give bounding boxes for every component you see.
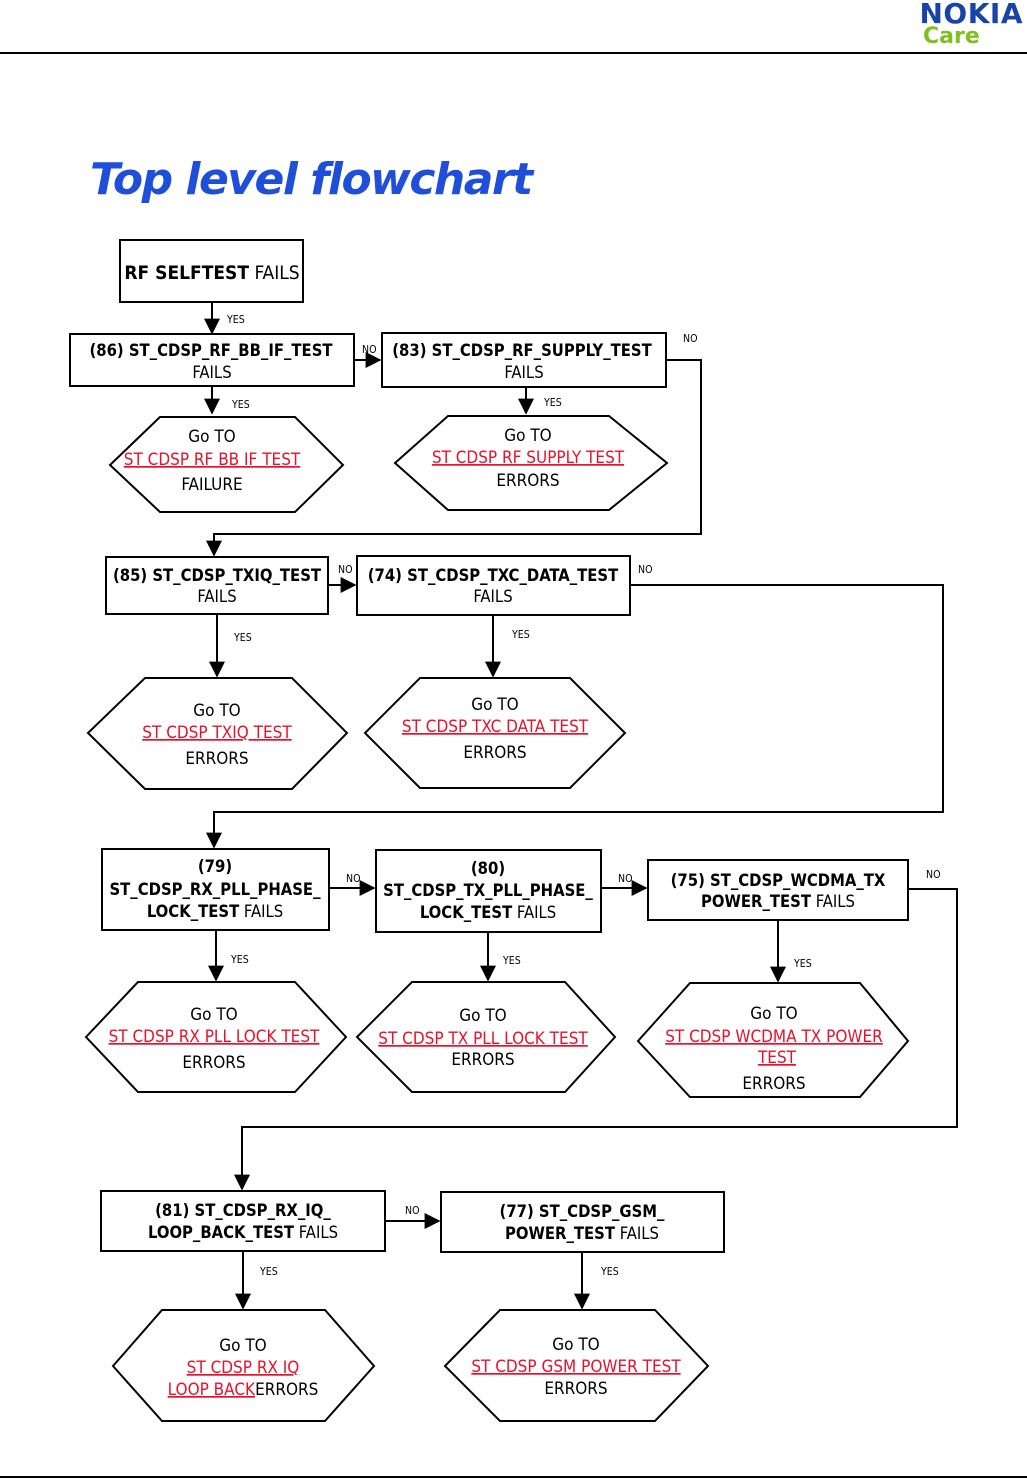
label-yes: YES [511, 629, 530, 641]
box-83-title: (83) ST_CDSP_RF_SUPPLY_TEST [392, 341, 652, 360]
page-title: Top level flowchart [90, 154, 533, 205]
hex-goto-86 [108, 416, 345, 513]
hex-77-goto: Go TO [552, 1335, 599, 1355]
hex-86-goto: Go TO [188, 427, 235, 447]
box-test-74 [356, 555, 631, 616]
box-80-status: LOCK_TEST FAILS [420, 903, 556, 922]
box-79-title: (79) [198, 857, 232, 876]
box-74-title: (74) ST_CDSP_TXC_DATA_TEST [368, 566, 619, 585]
box-75-title: (75) ST_CDSP_WCDMA_TX [671, 871, 886, 890]
hex-77-tail: ERRORS [544, 1379, 607, 1399]
box-77-status: POWER_TEST FAILS [505, 1224, 659, 1243]
box-86-status: FAILS [192, 363, 231, 382]
arrow-83-no [206, 359, 702, 557]
hex-74-goto: Go TO [471, 695, 518, 715]
hex-goto-77 [443, 1309, 710, 1422]
box-85-title: (85) ST_CDSP_TXIQ_TEST [113, 566, 322, 585]
hex-79-tail: ERRORS [182, 1053, 245, 1073]
hex-goto-75 [636, 982, 910, 1098]
hex-79-goto: Go TO [190, 1005, 237, 1025]
box-81-status: LOOP_BACK_TEST FAILS [148, 1223, 338, 1242]
hex-goto-74 [363, 677, 627, 789]
hex-75-tail: ERRORS [742, 1074, 805, 1094]
footer-rule [0, 1476, 1027, 1478]
hex-goto-80 [355, 981, 617, 1093]
label-no: NO [405, 1205, 420, 1217]
box-75-status: POWER_TEST FAILS [701, 892, 855, 911]
hex-75-link-cont: TEST [757, 1048, 797, 1068]
arrow-75-no [234, 888, 958, 1191]
box-86-title: (86) ST_CDSP_RF_BB_IF_TEST [89, 341, 333, 360]
label-yes: YES [543, 397, 562, 409]
header-rule [0, 52, 1027, 54]
label-no: NO [338, 564, 353, 576]
hex-79-link: ST CDSP RX PLL LOCK TEST [109, 1027, 320, 1047]
label-no: NO [926, 869, 941, 881]
label-yes: YES [259, 1266, 278, 1278]
hex-74-tail: ERRORS [463, 743, 526, 763]
label-yes: YES [502, 955, 521, 967]
hex-85-link: ST CDSP TXIQ TEST [142, 723, 292, 743]
hex-83-goto: Go TO [504, 426, 551, 446]
box-83-status: FAILS [504, 363, 543, 382]
logo-sub: Care [923, 24, 980, 49]
label-no: NO [346, 873, 361, 885]
label-yes: YES [600, 1266, 619, 1278]
hex-85-goto: Go TO [193, 701, 240, 721]
label-yes: YES [226, 314, 245, 326]
hex-77-link: ST CDSP GSM POWER TEST [471, 1357, 681, 1377]
hex-80-tail: ERRORS [451, 1050, 514, 1070]
label-no: NO [638, 564, 653, 576]
label-yes: YES [231, 399, 250, 411]
box-test-75 [647, 859, 909, 921]
label-no: NO [618, 873, 633, 885]
hex-80-goto: Go TO [459, 1006, 506, 1026]
hex-81-goto: Go TO [219, 1336, 266, 1356]
box-80-title: (80) [471, 859, 505, 878]
hex-81-link: ST CDSP RX IQ [187, 1358, 300, 1378]
box-77-title: (77) ST_CDSP_GSM_ [500, 1202, 665, 1221]
hex-74-link: ST CDSP TXC DATA TEST [402, 717, 589, 737]
hex-goto-81 [111, 1309, 376, 1422]
box-79-name: ST_CDSP_RX_PLL_PHASE_ [109, 880, 321, 899]
label-no: NO [683, 333, 698, 345]
hex-86-tail: FAILURE [181, 475, 242, 495]
hex-80-link: ST CDSP TX PLL LOCK TEST [378, 1029, 588, 1049]
box-rf-selftest-label: RF SELFTEST FAILS [124, 262, 299, 284]
box-74-status: FAILS [473, 587, 512, 606]
label-yes: YES [230, 954, 249, 966]
hex-85-tail: ERRORS [185, 749, 248, 769]
logo-brand: NOKIA [919, 0, 1023, 30]
label-no: NO [362, 344, 377, 356]
hex-75-goto: Go TO [750, 1004, 797, 1024]
box-test-81 [100, 1190, 386, 1252]
hex-goto-83 [393, 415, 669, 511]
box-81-title: (81) ST_CDSP_RX_IQ_ [155, 1201, 331, 1220]
box-test-77 [440, 1191, 725, 1253]
box-80-name: ST_CDSP_TX_PLL_PHASE_ [383, 881, 593, 900]
label-yes: YES [233, 632, 252, 644]
hex-goto-85 [86, 677, 349, 790]
hex-83-tail: ERRORS [496, 471, 559, 491]
hex-86-link: ST CDSP RF BB IF TEST [124, 450, 301, 470]
box-79-status: LOCK_TEST FAILS [147, 902, 283, 921]
box-85-status: FAILS [197, 587, 236, 606]
arrow-74-no [206, 584, 944, 849]
hex-81-link-cont: LOOP BACKERRORS [168, 1380, 319, 1400]
nokia-care-logo: NOKIA Care [883, 0, 1023, 50]
label-yes: YES [793, 958, 812, 970]
hex-75-link: ST CDSP WCDMA TX POWER [665, 1027, 883, 1047]
hex-goto-79 [84, 981, 348, 1093]
hex-83-link: ST CDSP RF SUPPLY TEST [432, 448, 625, 468]
